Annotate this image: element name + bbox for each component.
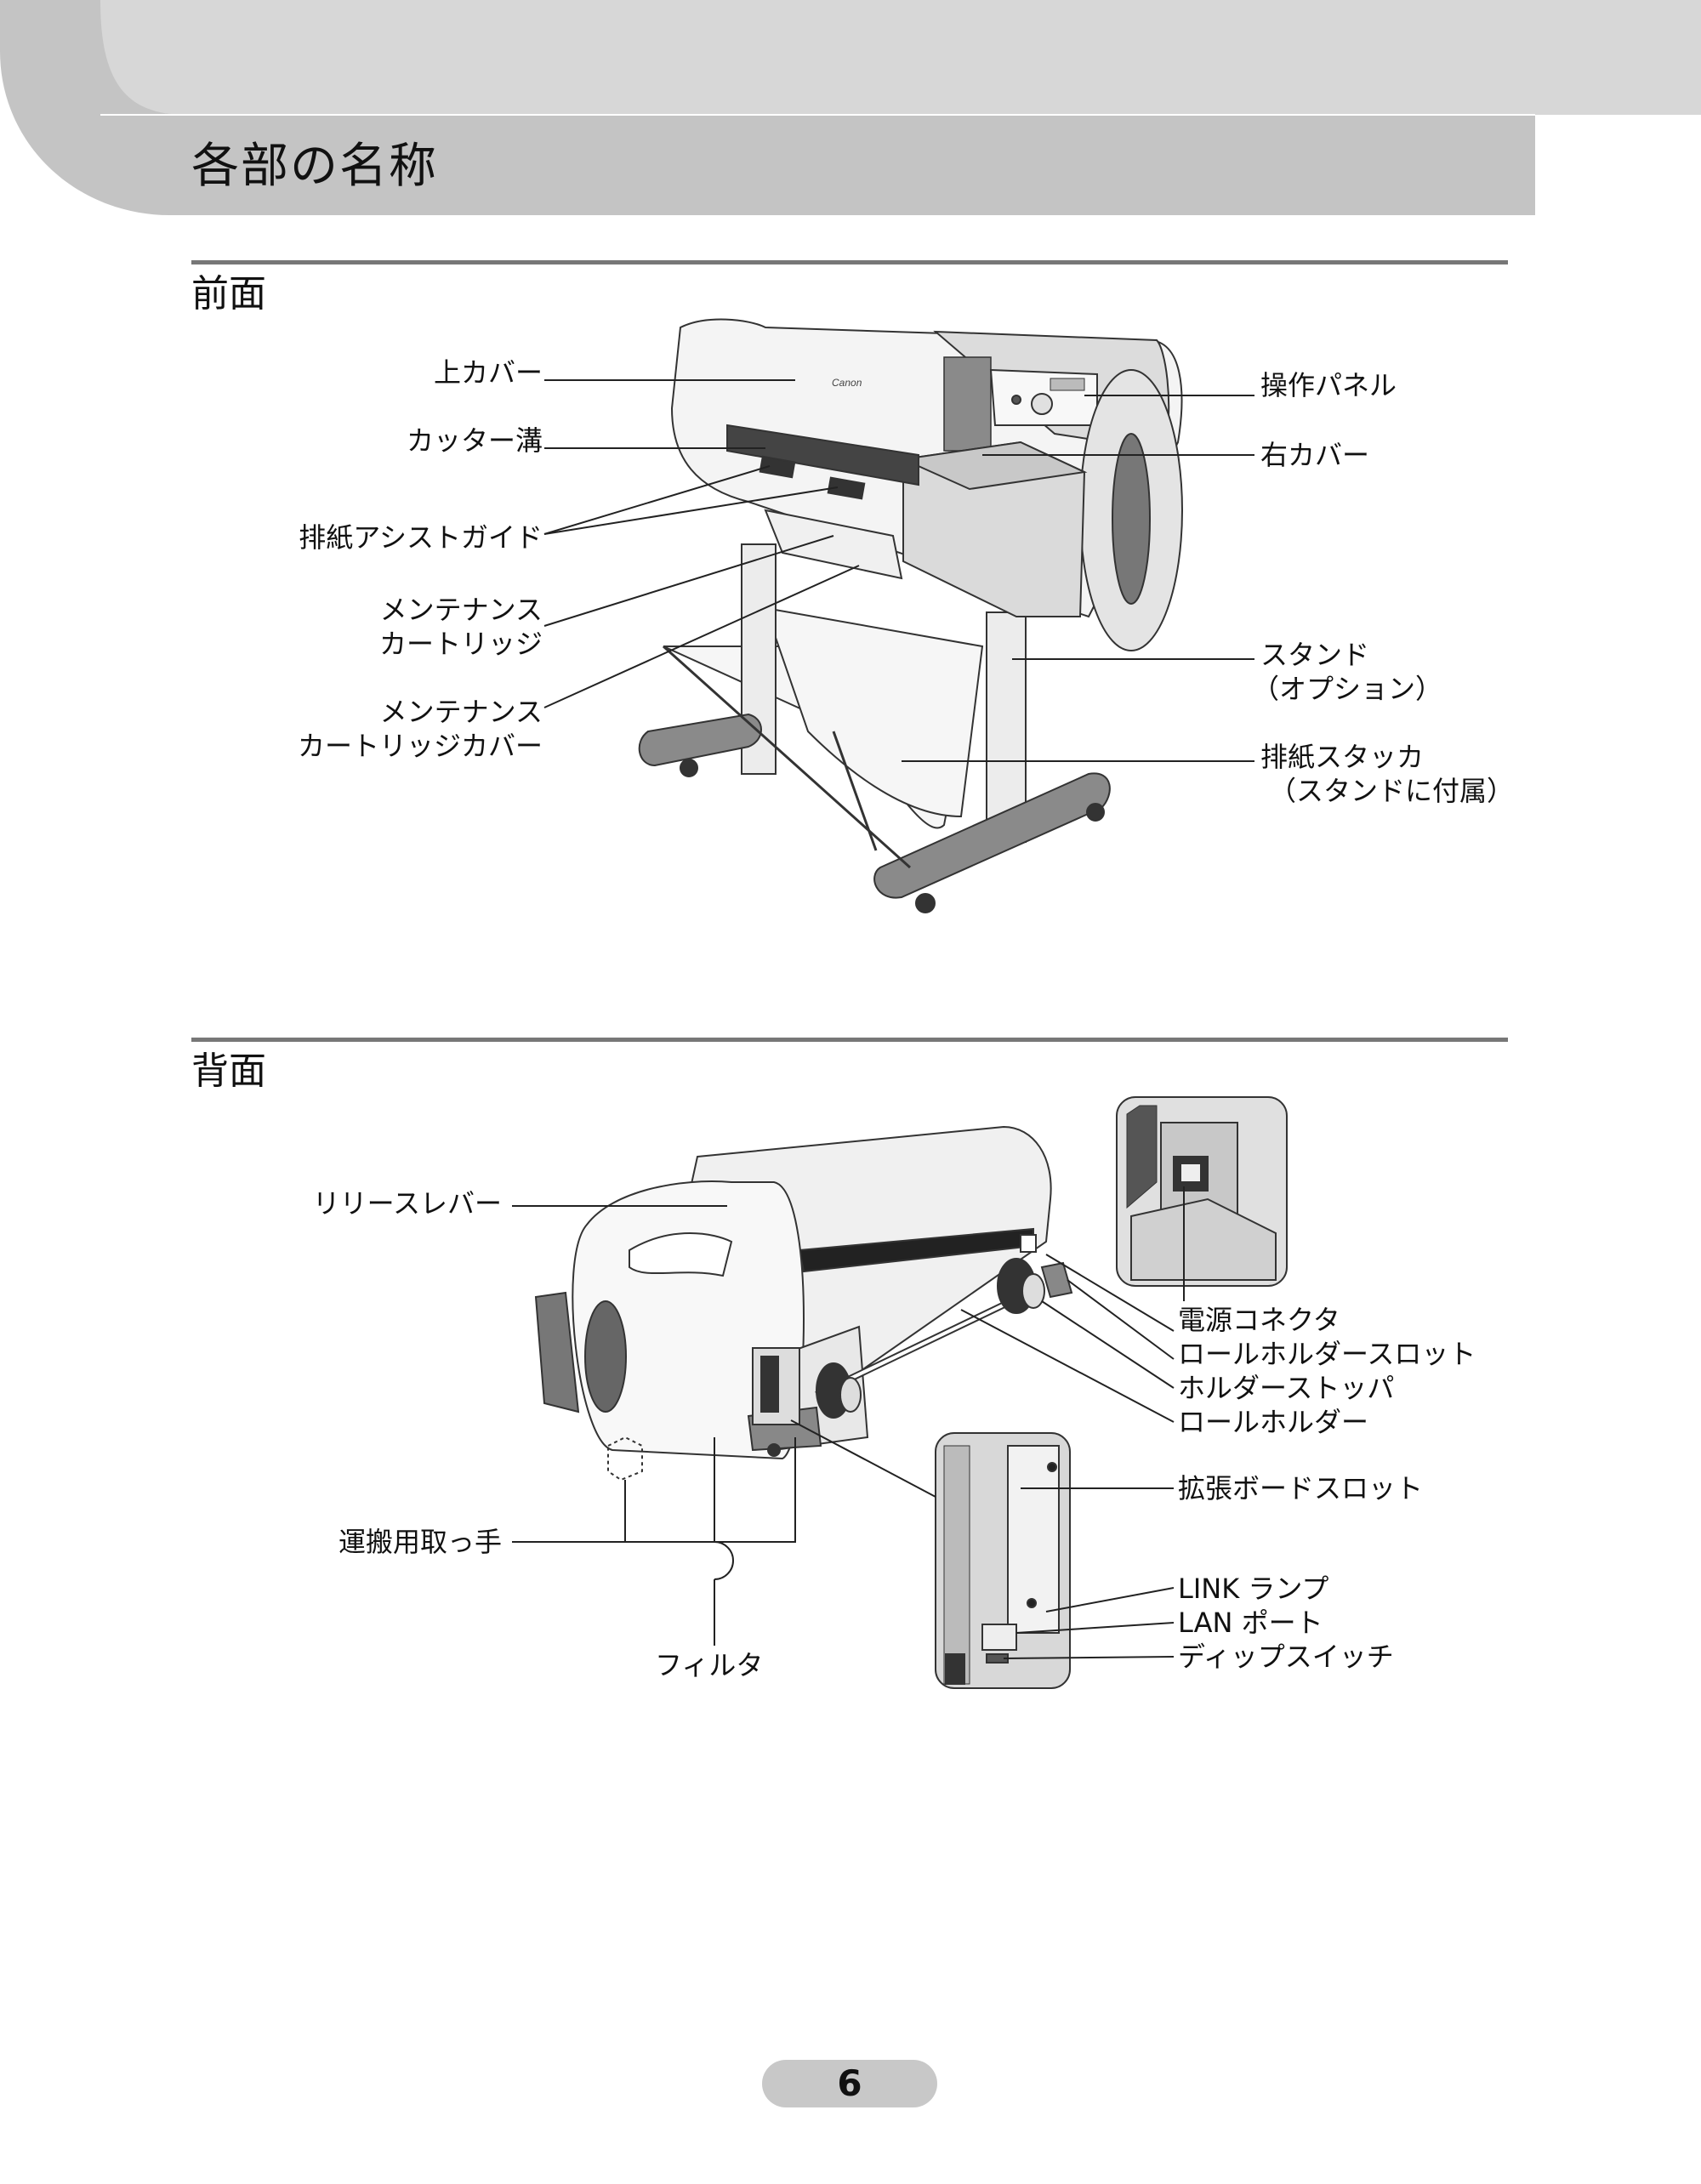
label-stacker-2: （スタンドに付属） [1269, 775, 1515, 807]
back-leader-lines [512, 1186, 1185, 1659]
header-tab-front [0, 0, 1535, 215]
front-heading: 前面 [191, 272, 266, 316]
label-release-lever: リリースレバー [312, 1187, 502, 1220]
label-dip-switch: ディップスイッチ [1178, 1641, 1394, 1673]
back-heading: 背面 [191, 1049, 266, 1093]
svg-text:Canon: Canon [832, 377, 862, 389]
label-link-lamp: LINK ランプ [1178, 1573, 1329, 1605]
label-maintenance-cartridge-1: メンテナンス [379, 594, 543, 626]
label-lan-port: LAN ポート [1178, 1607, 1323, 1639]
front-leader-lines [543, 379, 1254, 762]
label-filter: フィルタ [655, 1649, 764, 1681]
label-carry-handle: 運搬用取っ手 [338, 1526, 502, 1558]
header-tab-back [100, 0, 1701, 115]
label-stand-2: （オプション） [1252, 673, 1443, 705]
page-title: 各部の名称 [191, 139, 438, 194]
label-operation-panel: 操作パネル [1260, 369, 1397, 401]
printer-back-illustration [534, 1125, 1073, 1482]
label-stand-1: スタンド [1260, 639, 1370, 671]
label-holder-stopper: ホルダーストッパ [1178, 1372, 1395, 1404]
label-expansion-slot: 拡張ボードスロット [1178, 1472, 1424, 1504]
label-right-cover: 右カバー [1260, 439, 1370, 471]
expansion-slot-inset [935, 1432, 1071, 1689]
printer-front-illustration: Canon [638, 318, 1183, 913]
label-maintenance-cartridge-2: カートリッジ [378, 628, 543, 660]
label-roll-holder-slot: ロールホルダースロット [1178, 1338, 1476, 1370]
label-stacker-1: 排紙スタッカ [1260, 741, 1425, 773]
label-power-connector: 電源コネクタ [1178, 1304, 1340, 1336]
page-number: 6 [762, 2060, 937, 2107]
power-connector-inset [1020, 1096, 1288, 1287]
label-upper-cover: 上カバー [433, 356, 543, 389]
label-maintenance-cover-1: メンテナンス [379, 696, 543, 728]
back-section-rule [191, 1038, 1508, 1042]
label-cutter-groove: カッター溝 [406, 424, 543, 457]
label-roll-holder: ロールホルダー [1178, 1406, 1369, 1438]
label-output-assist-guide: 排紙アシストガイド [299, 521, 543, 554]
label-maintenance-cover-2: カートリッジカバー [297, 730, 543, 762]
front-section-rule [191, 260, 1508, 264]
